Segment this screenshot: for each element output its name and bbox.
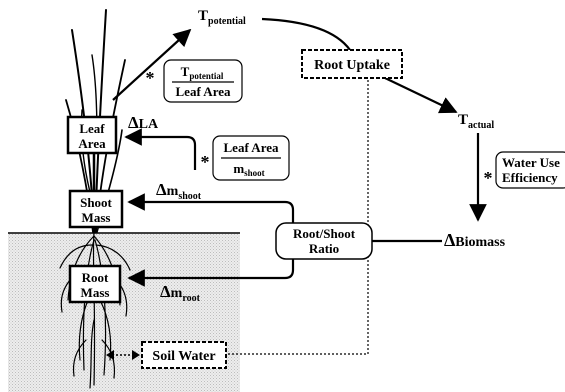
leaf-area-box: Leaf Area — [68, 117, 116, 153]
leaf-area-line1: Leaf — [79, 121, 105, 136]
fraction-tpot-leafarea: * Tpotential Leaf Area — [146, 60, 243, 102]
root-shoot-ratio-line1: Root/Shoot — [293, 226, 356, 241]
shoot-mass-box: Shoot Mass — [70, 191, 122, 227]
wue-line1: Water Use — [502, 155, 560, 170]
delta-m-root-delta: Δ — [160, 282, 171, 301]
soil-region — [8, 233, 240, 392]
root-shoot-ratio-box: Root/Shoot Ratio — [276, 223, 372, 259]
frac2-num: Leaf Area — [224, 140, 279, 155]
frac1-num-base: T — [181, 64, 190, 79]
soil-water-label: Soil Water — [152, 349, 215, 364]
t-actual-label: Tactual — [458, 112, 494, 131]
root-mass-box: Root Mass — [70, 266, 120, 302]
delta-m-shoot-text: m — [167, 184, 179, 199]
delta-m-root-text: m — [171, 286, 183, 301]
svg-text:ΔLA: ΔLA — [128, 113, 159, 132]
svg-text:Tactual: Tactual — [458, 112, 494, 131]
delta-m-root-sub: root — [182, 293, 200, 304]
delta-biomass-label: ΔBiomass — [444, 230, 506, 250]
delta-la-label: ΔLA — [128, 113, 159, 132]
delta-m-shoot-delta: Δ — [156, 180, 167, 199]
t-potential-base: T — [198, 8, 208, 24]
root-shoot-ratio-line2: Ratio — [309, 241, 339, 256]
t-actual-base: T — [458, 112, 468, 128]
root-uptake-box: Root Uptake — [302, 50, 402, 78]
multiply-operator-1: * — [146, 68, 155, 88]
delta-biomass-text: Biomass — [455, 235, 505, 250]
svg-text:Tpotential: Tpotential — [198, 8, 246, 27]
soil-water-link — [228, 80, 368, 354]
multiply-operator-2: * — [201, 152, 210, 172]
delta-la-text: LA — [139, 117, 159, 132]
soil-water-box: Soil Water — [142, 342, 226, 368]
wue-line2: Efficiency — [502, 170, 558, 185]
fraction-leafarea-mshoot: * Leaf Area mshoot — [201, 136, 290, 180]
frac2-den-base: m — [233, 161, 244, 176]
svg-text:ΔBiomass: ΔBiomass — [444, 230, 506, 250]
t-potential-label: Tpotential — [198, 8, 246, 27]
frac1-num-sub: potential — [189, 71, 224, 81]
water-use-efficiency: * Water Use Efficiency — [484, 152, 565, 188]
multiply-operator-3: * — [484, 168, 493, 188]
svg-text:Δmshoot: Δmshoot — [156, 180, 202, 202]
root-mass-line1: Root — [82, 270, 109, 285]
shoot-mass-line1: Shoot — [80, 195, 112, 210]
delta-m-shoot-label: Δmshoot — [156, 180, 202, 202]
leaf-area-line2: Area — [78, 136, 106, 151]
root-uptake-label: Root Uptake — [314, 58, 390, 73]
t-potential-sub: potential — [208, 16, 246, 27]
t-actual-sub: actual — [468, 120, 494, 131]
frac2-den-sub: shoot — [244, 168, 265, 178]
root-mass-line2: Mass — [81, 285, 110, 300]
delta-m-shoot-sub: shoot — [178, 191, 201, 202]
frac1-den: Leaf Area — [176, 84, 231, 99]
shoot-mass-line2: Mass — [82, 210, 111, 225]
delta-la-delta: Δ — [128, 113, 139, 132]
delta-biomass-delta: Δ — [444, 230, 455, 250]
